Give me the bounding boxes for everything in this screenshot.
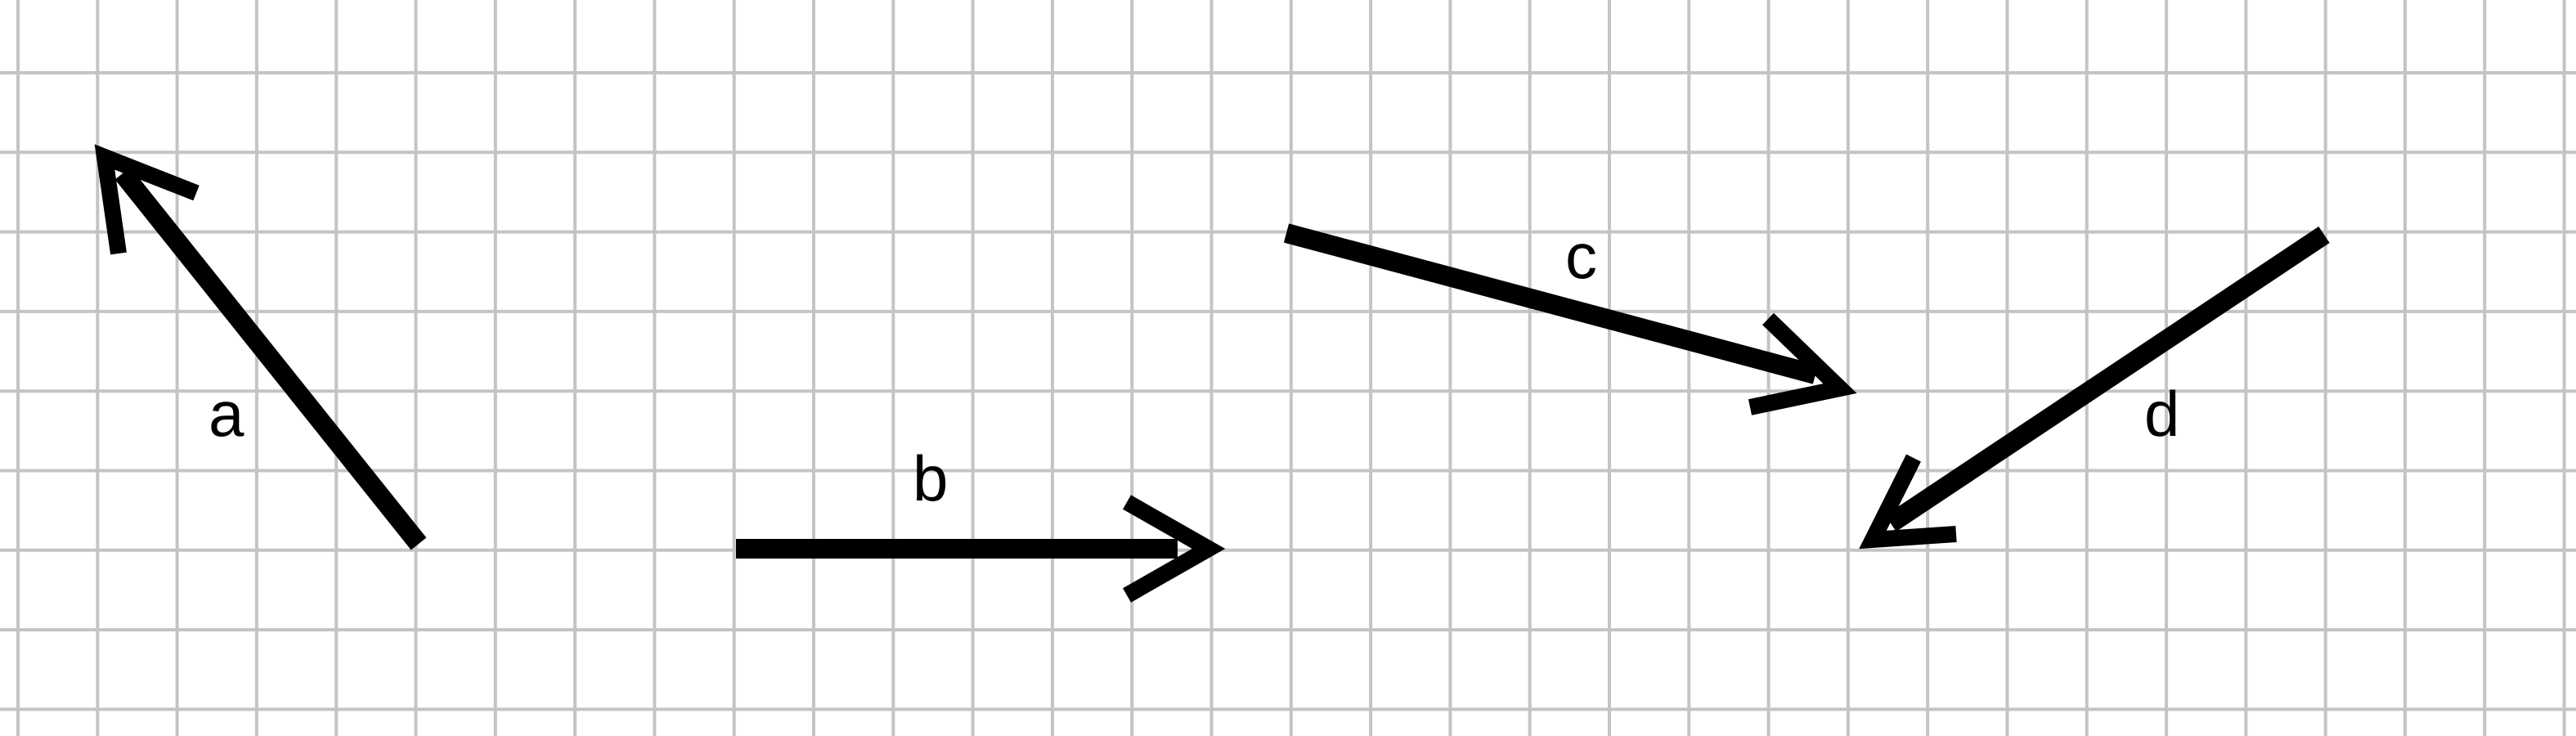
- vector-c: c: [1283, 220, 1857, 415]
- vector-a-shaft: [114, 167, 427, 550]
- vector-d: d: [1859, 227, 2330, 550]
- vector-d-label: d: [2144, 378, 2179, 450]
- vector-b-arrowhead: [1123, 495, 1226, 603]
- vector-c-shaft: [1283, 223, 1819, 384]
- vector-c-arrowhead: [1748, 312, 1857, 415]
- vector-c-label: c: [1565, 220, 1597, 292]
- vector-d-shaft: [1885, 227, 2330, 532]
- vector-a-arrowhead: [94, 144, 200, 255]
- vector-b: b: [736, 442, 1226, 603]
- vector-a: a: [94, 144, 427, 550]
- vector-a-label: a: [209, 378, 245, 450]
- vector-d-arrowhead: [1859, 454, 1957, 550]
- vector-b-label: b: [913, 442, 948, 514]
